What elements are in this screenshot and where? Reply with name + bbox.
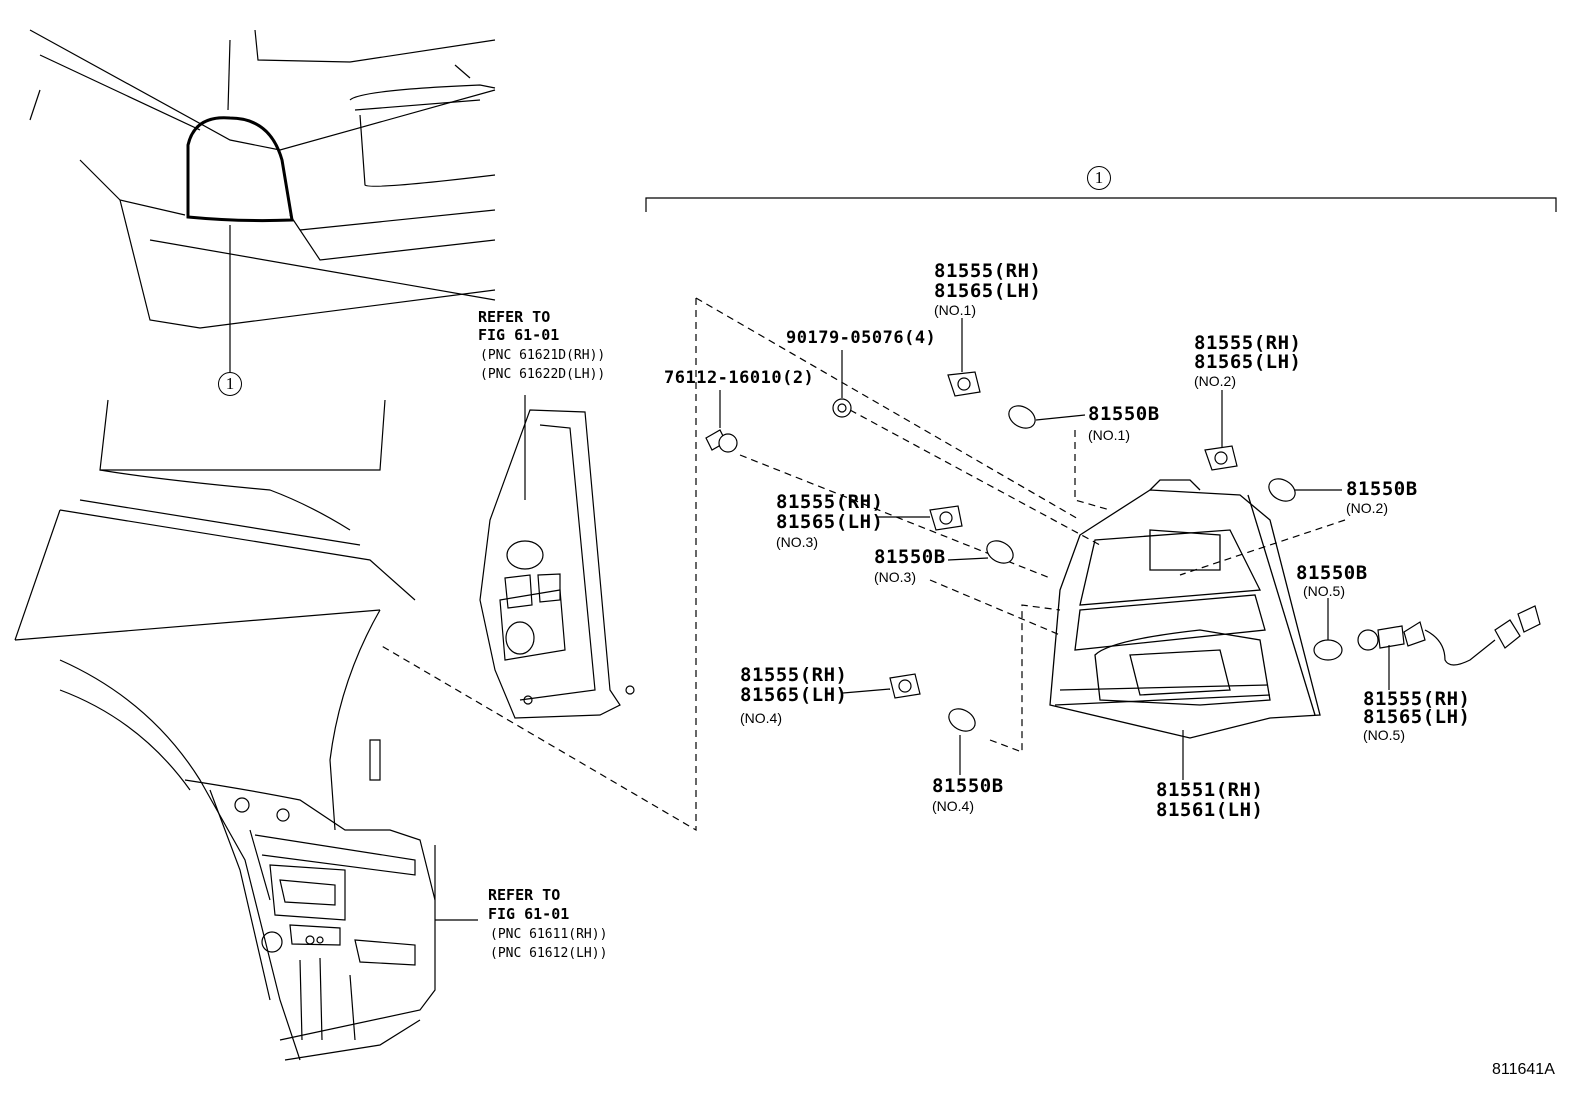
socket-no2-tag: (NO.2) [1194, 373, 1236, 389]
bulb-no5-tag: (NO.5) [1303, 583, 1345, 599]
socket-no3-tag: (NO.3) [776, 534, 818, 550]
refer-upper-line1: REFER TO [478, 308, 551, 326]
socket-no1-icon [947, 371, 981, 397]
callout-ref-top: 1 [1087, 166, 1111, 190]
bulb-no4-tag: (NO.4) [932, 798, 974, 814]
bolt-icon [705, 429, 738, 453]
refer-lower-pnc-lh: (PNC 61612(LH)) [490, 946, 608, 961]
bolt-part-number: 76112-16010(2) [664, 368, 815, 388]
lens-lh-part-number: 81561(LH) [1156, 799, 1264, 821]
socket-no3-icon [929, 505, 963, 531]
bulb-no2-tag: (NO.2) [1346, 500, 1388, 516]
lens-rh-part-number: 81551(RH) [1156, 779, 1264, 801]
socket-no1-rh: 81555(RH) [934, 260, 1042, 282]
quarter-panel-drawing [14, 399, 478, 1061]
socket-no4-tag: (NO.4) [740, 710, 782, 726]
bulb-no5-part-number: 81550B [1296, 562, 1368, 584]
socket-no5-harness-icon [1357, 605, 1541, 666]
refer-lower-pnc-rh: (PNC 61611(RH)) [490, 927, 608, 942]
socket-no3-lh: 81565(LH) [776, 511, 884, 533]
bulb-no1-tag: (NO.1) [1088, 427, 1130, 443]
vehicle-rear-view [29, 29, 496, 329]
bulb-no4-icon [948, 708, 976, 732]
tail-lamp-assembly [1049, 479, 1321, 739]
figure-code: 811641A [1492, 1061, 1555, 1078]
socket-no3-rh: 81555(RH) [776, 491, 884, 513]
bulb-no3-icon [986, 540, 1014, 564]
bulb-no5-icon [1313, 639, 1343, 661]
socket-no2-icon [1204, 445, 1238, 471]
bulb-no1-part-number: 81550B [1088, 403, 1160, 425]
socket-no1-tag: (NO.1) [934, 302, 976, 318]
socket-no1-lh: 81565(LH) [934, 280, 1042, 302]
callout-bracket-line [645, 197, 1557, 212]
bulb-no1-icon [1008, 405, 1036, 429]
refer-lower-line1: REFER TO [488, 886, 561, 904]
refer-upper-pnc-lh: (PNC 61622D(LH)) [480, 367, 606, 382]
socket-no5-lh: 81565(LH) [1363, 706, 1471, 728]
refer-upper-pnc-rh: (PNC 61621D(RH)) [480, 348, 606, 363]
refer-lower-line2: FIG 61-01 [488, 905, 570, 923]
bulb-no3-tag: (NO.3) [874, 569, 916, 585]
socket-no4-rh: 81555(RH) [740, 664, 848, 686]
bulb-no3-part-number: 81550B [874, 546, 946, 568]
callout-ref-vehicle: 1 [218, 372, 242, 396]
socket-no5-tag: (NO.5) [1363, 727, 1405, 743]
socket-no4-lh: 81565(LH) [740, 684, 848, 706]
refer-upper-line2: FIG 61-01 [478, 326, 560, 344]
socket-no2-lh: 81565(LH) [1194, 351, 1302, 373]
socket-no2-rh: 81555(RH) [1194, 332, 1302, 354]
inner-bracket-panel [479, 409, 635, 719]
socket-no4-icon [889, 673, 921, 699]
label-leaders [524, 318, 1390, 780]
bulb-no4-part-number: 81550B [932, 775, 1004, 797]
socket-no5-rh: 81555(RH) [1363, 688, 1471, 710]
nut-part-number: 90179-05076(4) [786, 328, 937, 348]
bulb-no2-part-number: 81550B [1346, 478, 1418, 500]
taillight-outline-highlight [186, 116, 294, 223]
bulb-no2-icon [1268, 478, 1296, 502]
